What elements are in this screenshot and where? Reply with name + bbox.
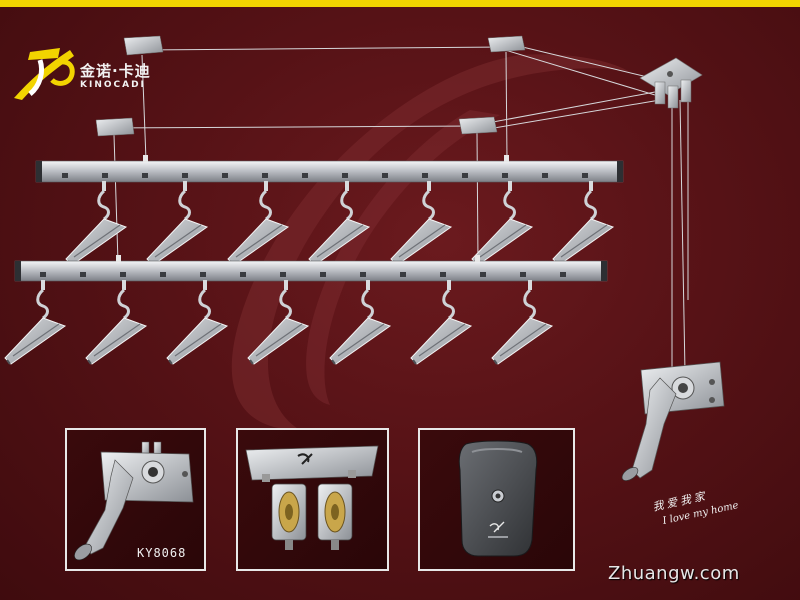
inset-crank-winder: KY8068 — [65, 428, 206, 571]
model-number: KY8068 — [137, 546, 187, 560]
top-rail — [35, 155, 624, 183]
suspension-cables — [112, 43, 689, 373]
crank-winder-image — [74, 441, 194, 561]
background-swoosh — [231, 54, 630, 431]
pulley-bracket-image — [245, 445, 379, 550]
pulley-wheel-right — [317, 483, 353, 550]
inset-pulley-bracket — [236, 428, 389, 571]
bottom-rail — [14, 255, 608, 282]
ceiling-pulley-units — [95, 35, 703, 137]
brand-name-cn: 金诺·卡迪 — [80, 62, 151, 80]
brand-logo-icon — [14, 48, 75, 100]
site-watermark: Zhuangw.com — [608, 563, 740, 584]
inset-ceiling-cover — [418, 428, 575, 571]
pulley-wheel-left — [271, 483, 307, 550]
top-accent-bar — [0, 0, 800, 7]
ceiling-cover-image — [458, 440, 538, 557]
brand-name-en: KINOCADI — [80, 80, 146, 90]
wall-crank-winder — [621, 361, 725, 481]
